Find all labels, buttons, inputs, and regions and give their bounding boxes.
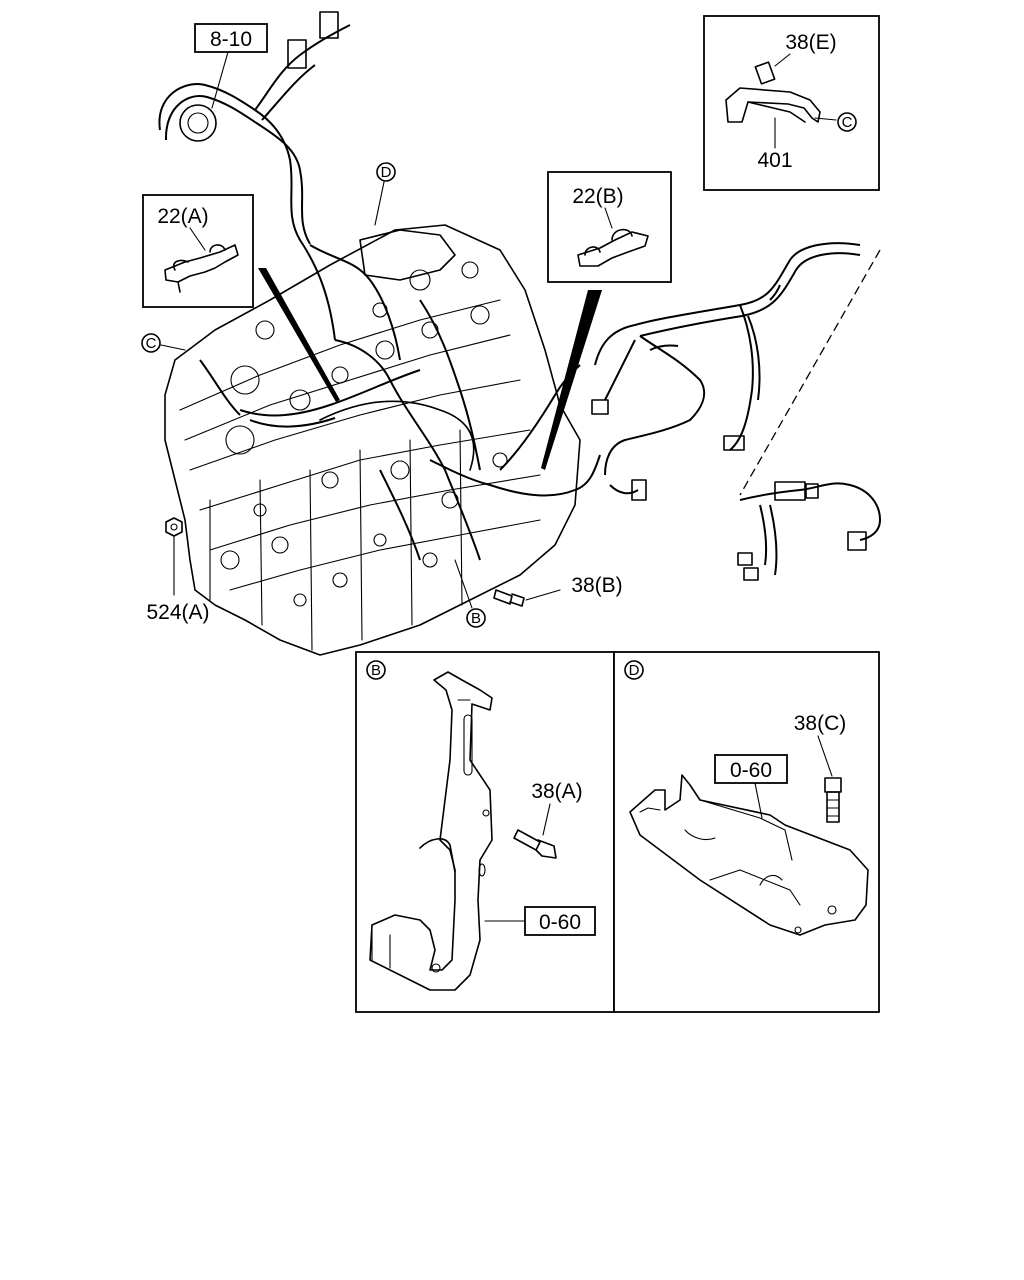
detail-d-marker-circle <box>624 660 644 680</box>
nut-524a: 524(A) <box>146 517 210 624</box>
clip-22b-label: 22(B) <box>572 185 623 208</box>
marker-d-engine: D <box>374 162 396 226</box>
detail-b-marker-circle <box>366 660 386 680</box>
clip-22a-part <box>164 244 239 293</box>
svg-text:C: C <box>146 335 157 352</box>
bolt-38b-label: 38(B) <box>571 574 622 597</box>
ref-label-0-60-b: 0-60 <box>539 911 581 934</box>
body-wire-harness <box>591 242 882 581</box>
bracket-b-part <box>369 671 493 991</box>
clip-22a-box: 22(A) <box>142 194 254 308</box>
bracket-401-label: 401 <box>757 149 792 172</box>
engine-wire-harness <box>158 11 601 561</box>
ref-label-0-60-d: 0-60 <box>730 759 772 782</box>
leader-wedge-22b <box>541 290 602 470</box>
bolt-38b: 38(B) <box>493 574 623 607</box>
svg-text:B: B <box>471 610 481 627</box>
clip-22b-box: 22(B) <box>547 171 672 283</box>
bolt-38a <box>513 829 557 859</box>
ref-label-8-10: 8-10 <box>210 28 252 51</box>
bracket-401-part <box>725 61 821 123</box>
bolt-38e-label: 38(E) <box>785 31 836 54</box>
marker-b-engine: B <box>454 559 486 628</box>
engine-block <box>164 224 581 656</box>
detail-b-marker: B <box>371 662 381 679</box>
bolt-38a-label: 38(A) <box>531 780 582 803</box>
detail-d-marker: D <box>629 662 640 679</box>
svg-text:D: D <box>381 164 392 181</box>
marker-c-top-label: C <box>842 114 853 131</box>
leader-wedge-22a <box>258 268 340 402</box>
clip-22b-part <box>577 228 649 267</box>
detail-panel-b: B 38(A) 0-60 <box>355 651 615 1013</box>
detail-panel-d: D 38(C) 0-60 <box>613 651 880 1013</box>
clip-22a-label: 22(A) <box>157 205 208 228</box>
bracket-401-box: 38(E) C 401 <box>703 15 880 191</box>
ref-box-8-10: 8-10 <box>194 23 268 109</box>
marker-c-engine: C <box>141 333 186 353</box>
nut-524a-label: 524(A) <box>146 601 209 624</box>
bracket-d-part <box>629 774 869 936</box>
bolt-38c <box>824 777 842 823</box>
bolt-38c-label: 38(C) <box>794 712 847 735</box>
